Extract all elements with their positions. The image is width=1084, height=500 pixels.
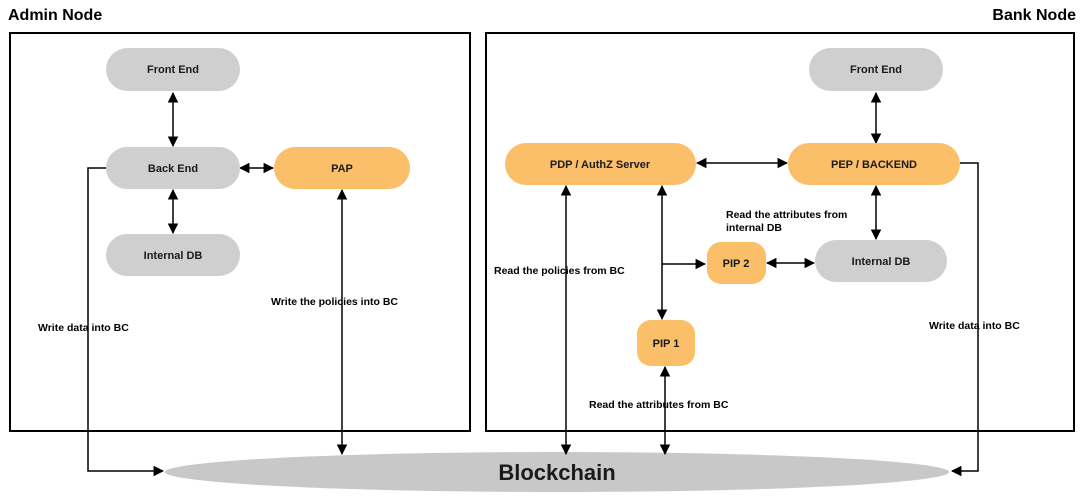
admin-internal-db-label: Internal DB (144, 250, 203, 262)
admin-node-title: Admin Node (8, 7, 102, 24)
pap-label: PAP (331, 163, 353, 175)
read-attributes-bc-label: Read the attributes from BC (589, 399, 729, 411)
bank-node-panel (485, 32, 1075, 432)
pep-backend-label: PEP / BACKEND (831, 159, 917, 171)
admin-internal-db-node (106, 234, 240, 276)
read-attributes-internal-line1: Read the attributes from (726, 209, 847, 221)
read-policies-label: Read the policies from BC (494, 265, 625, 277)
pip2-label: PIP 2 (723, 258, 750, 270)
pep-backend-node (788, 143, 960, 185)
admin-back-end-node (106, 147, 240, 189)
pip2-node (707, 242, 766, 284)
admin-node-panel (9, 32, 471, 432)
admin-write-data-label: Write data into BC (38, 322, 129, 334)
bank-front-end-node (809, 48, 943, 91)
admin-front-end-label: Front End (147, 64, 199, 76)
read-attributes-internal-line2: internal DB (726, 222, 782, 234)
bank-node-title: Bank Node (992, 7, 1076, 24)
admin-back-end-label: Back End (148, 163, 198, 175)
edge-bank-write-data (950, 162, 979, 477)
admin-front-end-node (106, 48, 240, 91)
pip1-node (637, 320, 695, 366)
pdp-server-label: PDP / AuthZ Server (550, 159, 651, 171)
bank-write-data-label: Write data into BC (929, 320, 1020, 332)
bank-internal-db-node (815, 240, 947, 282)
pap-node (274, 147, 410, 189)
write-policies-label: Write the policies into BC (271, 296, 398, 308)
blockchain-label: Blockchain (498, 460, 615, 485)
bank-front-end-label: Front End (850, 64, 902, 76)
blockchain-node (165, 452, 949, 492)
pdp-server-node (505, 143, 696, 185)
edge-admin-write-data (87, 167, 165, 477)
pip1-label: PIP 1 (653, 338, 680, 350)
bank-internal-db-label: Internal DB (852, 256, 911, 268)
